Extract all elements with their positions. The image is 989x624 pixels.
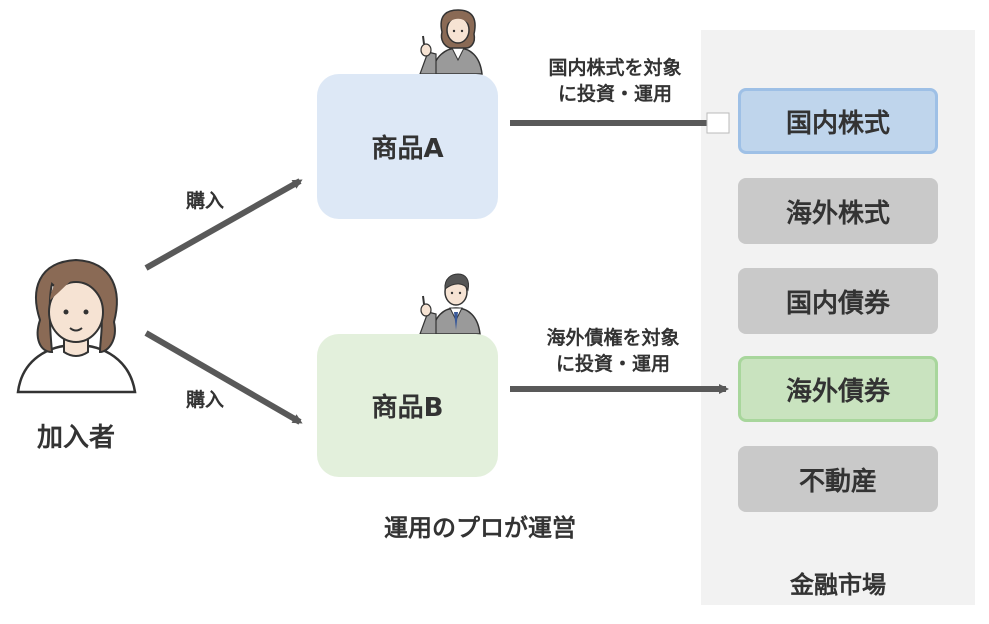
invest-label-b-line2: に投資・運用 <box>555 353 670 375</box>
asset-real-estate: 不動産 <box>738 446 938 512</box>
asset-foreign-bonds: 海外債券 <box>738 356 938 422</box>
asset-foreign-stocks: 海外株式 <box>738 178 938 244</box>
invest-label-b-line1: 海外債権を対象 <box>546 327 680 349</box>
participant-person-icon <box>16 258 137 394</box>
asset-label: 国内債券 <box>785 288 890 319</box>
asset-label: 不動産 <box>798 466 877 497</box>
invest-label-b: 海外債権を対象 に投資・運用 <box>528 325 698 377</box>
invest-label-a-line2: に投資・運用 <box>557 83 672 105</box>
product-b-box: 商品B <box>317 334 498 477</box>
operators-caption: 運用のプロが運営 <box>384 514 576 542</box>
operator-man-icon <box>419 273 481 335</box>
product-a-label: 商品A <box>371 134 444 164</box>
purchase-label-b: 購入 <box>186 389 225 411</box>
asset-label: 国内株式 <box>785 108 890 139</box>
market-title: 金融市場 <box>790 571 886 599</box>
invest-label-a: 国内株式を対象 に投資・運用 <box>530 55 700 107</box>
asset-label: 海外債券 <box>785 376 890 407</box>
invest-label-a-line1: 国内株式を対象 <box>548 57 682 79</box>
operator-woman-icon <box>419 9 483 75</box>
product-b-label: 商品B <box>371 393 444 423</box>
asset-domestic-bonds: 国内債券 <box>738 268 938 334</box>
asset-label: 海外株式 <box>785 198 890 229</box>
purchase-label-a: 購入 <box>186 190 225 212</box>
arrow-endpoint-marker <box>706 112 730 134</box>
asset-domestic-stocks: 国内株式 <box>738 88 938 154</box>
participant-label: 加入者 <box>36 423 115 453</box>
purchase-arrow-a <box>144 178 303 271</box>
purchase-arrow-b <box>144 330 303 425</box>
product-a-box: 商品A <box>317 74 498 219</box>
